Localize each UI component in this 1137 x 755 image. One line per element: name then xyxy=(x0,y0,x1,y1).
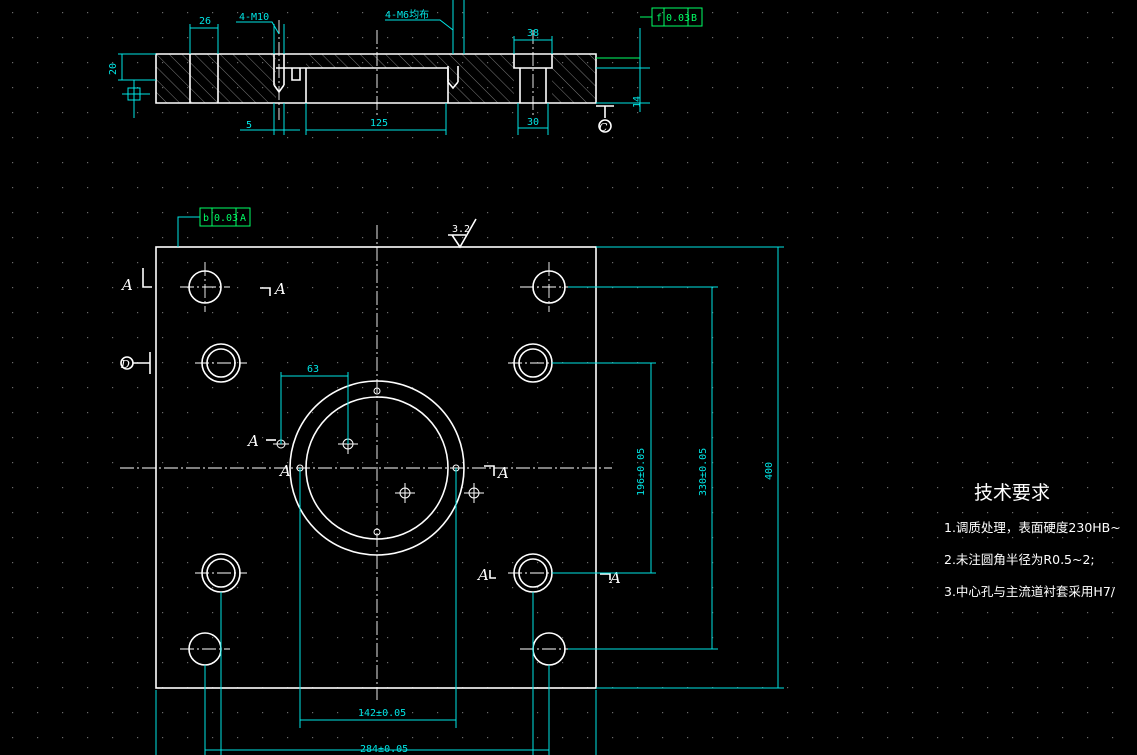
cbore-hole-ml xyxy=(195,343,247,383)
gdt-perp-datum: A xyxy=(240,213,246,224)
datum-d-label: D xyxy=(120,358,130,371)
m6-leader xyxy=(385,0,465,54)
dim14-lines xyxy=(596,28,650,112)
datum-d: D xyxy=(120,352,151,374)
dim38-lines xyxy=(513,36,553,54)
datum-box-left xyxy=(122,80,150,118)
dim26-lines xyxy=(189,24,219,54)
dim284-lines xyxy=(204,592,550,755)
dim-125-text: 125 xyxy=(370,118,388,129)
gdt-flatness-value: 0.03 xyxy=(666,13,690,24)
dim-400-text: 400 xyxy=(764,462,775,480)
datum-c-symbol xyxy=(596,105,614,118)
dim142-lines xyxy=(299,468,457,728)
m10-leader xyxy=(236,21,285,54)
section-a-ml: A xyxy=(246,432,259,450)
hatch-mid xyxy=(448,54,514,103)
thread-m6-text: 4-M6均布 xyxy=(385,9,429,21)
section-a-tl: A xyxy=(120,276,133,294)
dim125-lines xyxy=(305,103,447,135)
datum-c-label: C xyxy=(599,121,608,134)
section-a-r: A xyxy=(496,464,509,482)
tech-note-2: 2.未注圆角半径为R0.5~2; xyxy=(944,552,1095,567)
gdt-frame-flatness xyxy=(651,7,703,27)
dim63-lines xyxy=(280,372,349,444)
dim20-lines xyxy=(118,53,156,81)
section-cavity xyxy=(276,54,553,103)
dim196-lines xyxy=(552,362,656,574)
gdt-perp-symbol: b xyxy=(203,213,209,224)
dim-330-text: 330±0.05 xyxy=(698,448,709,496)
hatch-right xyxy=(552,54,596,103)
plate-outline xyxy=(155,246,597,689)
gdt-flatness-symbol: f xyxy=(656,13,662,24)
dim400-lines xyxy=(596,246,784,689)
section-view: 26 4-M10 4-M6均布 38 20 5 125 30 14 f 0.03… xyxy=(108,0,703,135)
dim-5-text: 5 xyxy=(246,120,252,131)
tech-note-1: 1.调质处理，表面硬度230HB~ xyxy=(944,520,1121,535)
gdt-frame-perp xyxy=(199,207,251,227)
section-a-tr: A xyxy=(273,280,286,298)
technical-requirements: 技术要求 1.调质处理，表面硬度230HB~ 2.未注圆角半径为R0.5~2; … xyxy=(944,478,1121,613)
center-ring-inner xyxy=(305,396,449,540)
thread-hole-mid xyxy=(447,66,459,90)
guide-hole-tl xyxy=(180,262,230,312)
hatch-left xyxy=(156,54,276,103)
small-step xyxy=(291,68,301,81)
section-a-br: A xyxy=(608,569,621,587)
dim-38-text: 38 xyxy=(527,28,539,39)
section-a-bl: A xyxy=(476,566,489,584)
dim-20-text: 20 xyxy=(108,63,119,75)
gdt-perp-value: 0.03 xyxy=(214,213,238,224)
gdt-perp-leader xyxy=(177,216,200,247)
dim-284-text: 284±0.05 xyxy=(360,744,408,755)
dim-196-text: 196±0.05 xyxy=(636,448,647,496)
dim5-lines xyxy=(240,103,300,135)
center-ring-outer xyxy=(289,380,465,556)
dim-142-text: 142±0.05 xyxy=(358,708,406,719)
roughness-symbol xyxy=(448,218,477,249)
extension-lines-left xyxy=(155,690,597,755)
dim330-lines xyxy=(568,286,718,650)
tech-note-3: 3.中心孔与主流道衬套采用H7/ xyxy=(944,584,1115,599)
dim-30-text: 30 xyxy=(527,117,539,128)
tech-notes-title: 技术要求 xyxy=(974,482,1051,504)
dim30-lines xyxy=(517,103,549,135)
dim-26-text: 26 xyxy=(199,16,211,27)
dim-63-text: 63 xyxy=(307,364,319,375)
guide-hole-tr xyxy=(520,262,575,312)
plan-view: A A A A A A A D b 0.03 A 3.2 xyxy=(120,207,784,755)
section-a-c: A xyxy=(278,462,291,480)
flatness-leader xyxy=(596,16,652,59)
roughness-value: 3.2 xyxy=(452,224,470,235)
gdt-flatness-datum: B xyxy=(691,13,697,24)
dim-14-text: 14 xyxy=(632,96,643,108)
thread-m10-text: 4-M10 xyxy=(239,12,269,23)
